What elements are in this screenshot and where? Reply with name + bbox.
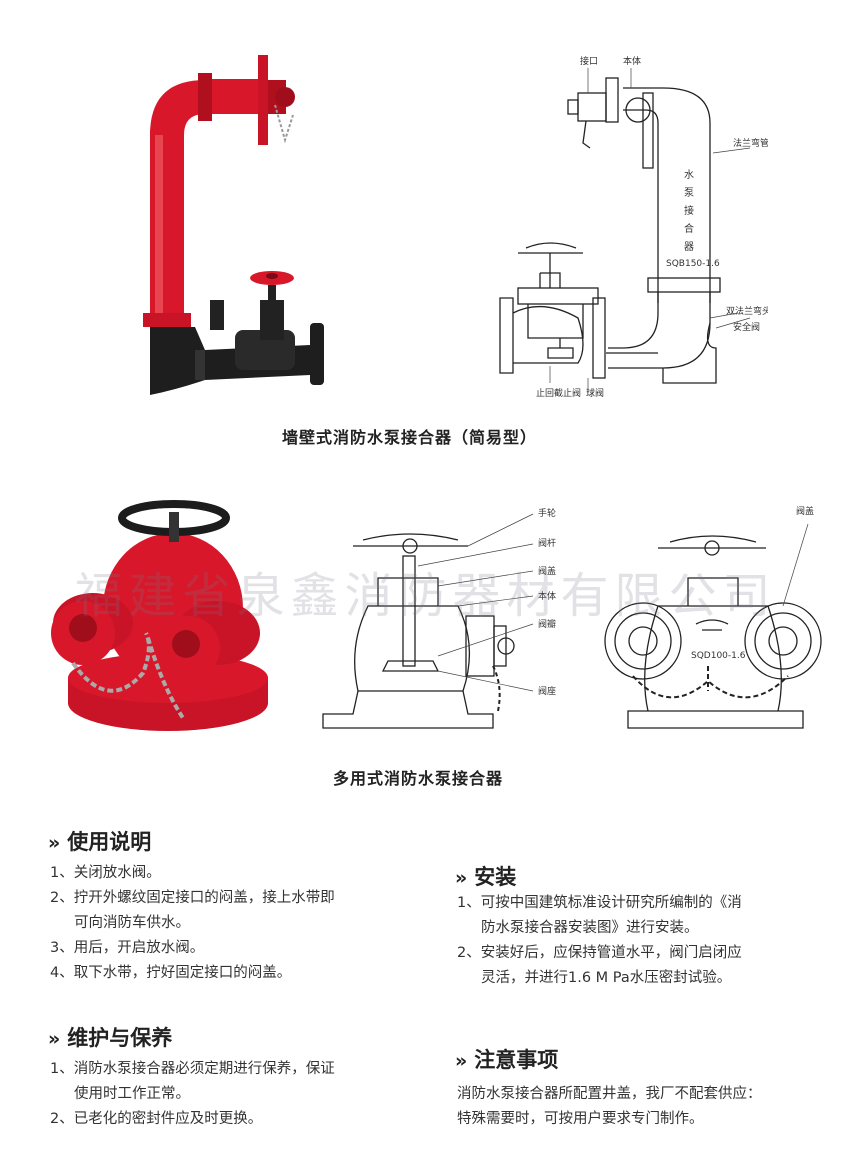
usage-item-1: 1、关闭放水阀。 bbox=[50, 865, 161, 881]
vertical-text-2: 泵 bbox=[684, 187, 694, 199]
label-body: 本体 bbox=[538, 590, 556, 602]
label-port: 接口 bbox=[580, 55, 598, 67]
label-body: 本体 bbox=[623, 55, 641, 67]
install-item-1: 1、可按中国建筑标准设计研究所编制的《消 防水泵接合器安装图》进行安装。 bbox=[457, 895, 742, 936]
model-label-sqd: SQD100-1.6 bbox=[691, 651, 746, 661]
vertical-text-4: 合 bbox=[684, 222, 694, 235]
multi-use-front-drawing: 阀盖 SQD100-1.6 bbox=[604, 505, 822, 729]
maintenance-list: 1、消防水泵接合器必须定期进行保养，保证 使用时工作正常。 2、已老化的密封件应… bbox=[50, 1057, 335, 1132]
label-bonnet-right: 阀盖 bbox=[796, 505, 814, 517]
label-check-valve: 止回截止阀 bbox=[536, 387, 581, 399]
usage-item-4: 4、取下水带，拧好固定接口的闷盖。 bbox=[50, 965, 292, 981]
label-stem: 阀杆 bbox=[538, 537, 556, 549]
install-list: 1、可按中国建筑标准设计研究所编制的《消 防水泵接合器安装图》进行安装。 2、安… bbox=[457, 891, 742, 991]
multi-use-product-photo bbox=[51, 500, 268, 731]
notes-text: 消防水泵接合器所配置井盖，我厂不配套供应： 特殊需要时，可按用户要求专门制作。 bbox=[457, 1082, 762, 1132]
maintenance-item-1: 1、消防水泵接合器必须定期进行保养，保证 使用时工作正常。 bbox=[50, 1061, 335, 1102]
chevron-icon: » bbox=[48, 832, 60, 854]
notes-section-title: »注意事项 bbox=[455, 1048, 559, 1072]
company-watermark: 福建省泉鑫消防器材有限公司 bbox=[74, 568, 777, 624]
vertical-text-1: 水 bbox=[684, 169, 694, 181]
label-flange-elbow: 法兰弯管 bbox=[733, 137, 768, 149]
label-bonnet: 阀盖 bbox=[538, 565, 556, 577]
chevron-icon: » bbox=[455, 867, 467, 889]
vertical-text-3: 接 bbox=[684, 204, 694, 217]
label-ball-valve: 球阀 bbox=[586, 387, 604, 399]
notes-line-1: 消防水泵接合器所配置井盖，我厂不配套供应： bbox=[457, 1086, 762, 1102]
install-section-title: »安装 bbox=[455, 865, 517, 889]
label-safety-valve: 安全阀 bbox=[733, 321, 760, 333]
chevron-icon: » bbox=[48, 1028, 60, 1050]
label-handwheel: 手轮 bbox=[538, 507, 556, 519]
maintenance-section-title: »维护与保养 bbox=[48, 1026, 173, 1050]
wall-type-product-photo bbox=[143, 55, 324, 395]
model-label-sqb: SQB150-1.6 bbox=[666, 259, 720, 269]
notes-line-2: 特殊需要时，可按用户要求专门制作。 bbox=[457, 1111, 704, 1127]
usage-list: 1、关闭放水阀。 2、拧开外螺纹固定接口的闷盖，接上水带即 可向消防车供水。 3… bbox=[50, 861, 335, 986]
multi-use-section-drawing: 手轮 阀杆 阀盖 本体 阀瓣 阀座 bbox=[322, 507, 556, 729]
label-double-flange-elbow: 双法兰弯头 bbox=[726, 305, 768, 317]
usage-item-2: 2、拧开外螺纹固定接口的闷盖，接上水带即 可向消防车供水。 bbox=[50, 890, 335, 931]
usage-item-3: 3、用后，开启放水阀。 bbox=[50, 940, 205, 956]
figure2-caption: 多用式消防水泵接合器 bbox=[333, 769, 504, 788]
usage-section-title: »使用说明 bbox=[48, 830, 152, 854]
vertical-text-5: 器 bbox=[684, 241, 694, 253]
label-disc: 阀瓣 bbox=[538, 619, 556, 630]
figure1-caption: 墙壁式消防水泵接合器（简易型） bbox=[282, 428, 538, 447]
chevron-icon: » bbox=[455, 1050, 467, 1072]
label-seat: 阀座 bbox=[538, 685, 556, 697]
install-item-2: 2、安装好后，应保持管道水平，阀门启闭应 灵活，并进行1.6 M Pa水压密封试… bbox=[457, 945, 742, 986]
maintenance-item-2: 2、已老化的密封件应及时更换。 bbox=[50, 1111, 263, 1127]
wall-type-technical-drawing: 接口 本体 法兰弯管 水 泵 接 合 器 SQB150-1.6 双法兰弯头 安全… bbox=[499, 55, 768, 399]
